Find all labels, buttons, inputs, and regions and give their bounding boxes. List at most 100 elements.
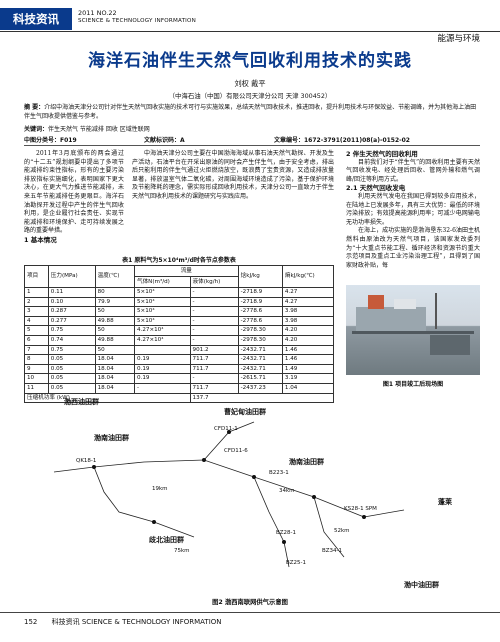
table-header: 焓kJ/kg bbox=[237, 265, 283, 288]
table-cell: 5×10⁴ bbox=[133, 315, 191, 327]
table-cell: 3 bbox=[24, 306, 49, 317]
table-cell: 4.20 bbox=[281, 325, 335, 336]
table-header: 熵kJ/kg(℃) bbox=[281, 265, 335, 288]
table-cell: 7 bbox=[24, 344, 49, 356]
table-cell: 9 bbox=[24, 363, 49, 375]
table-cell: - bbox=[189, 287, 239, 298]
map-region: 渤西油田群 bbox=[64, 397, 99, 406]
platform-structure bbox=[430, 335, 470, 355]
platform-label: BZ34-1 bbox=[322, 548, 342, 554]
table-cell: 18.04 bbox=[94, 363, 135, 375]
table-cell: 0.277 bbox=[47, 315, 96, 327]
table-cell bbox=[133, 344, 191, 356]
map-region: 渤中油田群 bbox=[404, 580, 439, 589]
table-header: 项目 bbox=[24, 265, 49, 288]
clc-number: 中图分类号：F019 bbox=[24, 137, 77, 144]
table-cell: 5 bbox=[24, 325, 49, 336]
table-cell: 6 bbox=[24, 334, 49, 346]
platform-label: BZ28-1 bbox=[276, 530, 296, 536]
table-cell: 3.19 bbox=[281, 373, 335, 384]
platform-node bbox=[202, 458, 206, 462]
table-header: 温度(℃) bbox=[94, 265, 135, 288]
platform-node bbox=[312, 495, 316, 499]
table-cell: 4.27 bbox=[281, 287, 335, 298]
table-cell: 0.74 bbox=[47, 334, 96, 346]
platform-node bbox=[227, 430, 231, 434]
pipeline-branch bbox=[363, 509, 405, 518]
platform-walkway bbox=[352, 331, 474, 334]
platform-deck bbox=[356, 307, 426, 331]
platform-label: KS28-1 SPM bbox=[344, 506, 377, 512]
table-cell: 711.7 bbox=[189, 354, 239, 365]
table-cell: 8 bbox=[24, 354, 49, 365]
journal-brand: 科技资讯 bbox=[0, 8, 72, 30]
figure-1-caption: 图1 项目竣工后现场图 bbox=[382, 381, 444, 388]
table-cell: 49.88 bbox=[94, 334, 135, 346]
section-2-1-heading: 2.1 天然气回收发电 bbox=[346, 184, 406, 193]
article-title: 海洋石油伴生天然气回收利用技术的实践 bbox=[88, 51, 412, 71]
map-region: 歧北油田群 bbox=[149, 535, 184, 544]
keywords-label: 关键词： bbox=[24, 126, 49, 133]
table-cell: 0.19 bbox=[133, 373, 191, 384]
abstract-text: 介绍中海油天津分公司针对伴生天然气回收实施的技术可行与实施效果，总结天然气回收技… bbox=[24, 104, 477, 120]
table-caption: 表1 原料气为5×10⁴m³/d时各节点参数表 bbox=[122, 257, 236, 264]
platform-node bbox=[362, 515, 366, 519]
article-authors: 刘权 戴平 bbox=[234, 79, 266, 88]
body-column-3: 2 伴生天然气的回收利用 目前我们对于“伴生气”的回收利用主要有天然气回收发电、… bbox=[346, 150, 480, 270]
section-1-paragraph: 中海油天津分公司主要在中国渤海海域从事石油天然气勘探、开发及生产活动，石油平台在… bbox=[132, 150, 334, 200]
project-site-photo bbox=[346, 285, 480, 375]
table-cell: 3.98 bbox=[281, 315, 335, 327]
footer-journal: 科技资讯 SCIENCE & TECHNOLOGY INFORMATION bbox=[51, 618, 222, 626]
table-header: 压力(MPa) bbox=[47, 265, 96, 288]
table-cell: 5×10⁴ bbox=[133, 306, 191, 317]
distance-label: 34km bbox=[279, 488, 295, 494]
page-number: 152 bbox=[24, 618, 38, 626]
table-subheader: 液体(kg/h) bbox=[189, 276, 239, 288]
body-column-2: 中海油天津分公司主要在中国渤海海域从事石油天然气勘探、开发及生产活动，石油平台在… bbox=[132, 150, 334, 202]
table-cell: 4.27 bbox=[281, 296, 335, 308]
network-map-svg: 渤西油田群 渤南油田群 曹妃甸油田群 渤南油田群 歧北油田群 渤中油田群 蓬莱 … bbox=[53, 397, 452, 589]
table-header: 流量 bbox=[133, 265, 239, 277]
journal-subtitle: SCIENCE & TECHNOLOGY INFORMATION bbox=[78, 18, 197, 24]
platform-illustration bbox=[352, 293, 474, 355]
section-2-1-paragraph: 利用天然气发电在我国已得到较多应用技术，在陆地上已发展多年，具有三大优势：最低的… bbox=[346, 192, 480, 226]
table-cell: 50 bbox=[94, 325, 135, 336]
table-cell: 711.7 bbox=[189, 363, 239, 375]
map-region: 曹妃甸油田群 bbox=[224, 407, 266, 416]
platform-label: QK18-1 bbox=[76, 458, 96, 464]
section-label: 能源与环境 bbox=[437, 34, 480, 44]
platform-node bbox=[152, 520, 156, 524]
page-footer: 152 科技资讯 SCIENCE & TECHNOLOGY INFORMATIO… bbox=[24, 617, 222, 627]
table-cell: 0.19 bbox=[133, 354, 191, 365]
table-cell: 5×10⁴ bbox=[133, 287, 191, 298]
section-1-heading-wrap: 1 基本情况 bbox=[24, 236, 124, 245]
table-cell: - bbox=[189, 325, 239, 336]
platform-module bbox=[394, 299, 416, 309]
table-row: 压缩机功率 (kW)137.7 bbox=[24, 392, 335, 404]
keywords-text: 伴生天然气 节能减排 回收 区域性联网 bbox=[48, 126, 150, 133]
table-cell: 50 bbox=[94, 344, 135, 356]
map-region: 渤南油田群 bbox=[94, 433, 129, 442]
table-cell: 1.46 bbox=[281, 344, 335, 356]
table-cell: -2432.71 bbox=[237, 344, 283, 356]
header-rule bbox=[0, 31, 500, 32]
section-2-heading: 2 伴生天然气的回收利用 bbox=[346, 150, 418, 158]
table-cell: 18.04 bbox=[94, 354, 135, 365]
abstract-label: 摘 要： bbox=[24, 104, 45, 111]
distance-label: 52km bbox=[334, 528, 350, 534]
table-cell: 1 bbox=[24, 287, 49, 298]
table-cell: -2718.9 bbox=[237, 287, 283, 298]
table-cell: 901.2 bbox=[189, 344, 239, 356]
journal-issue: 2011 NO.22 bbox=[78, 9, 117, 17]
table-cell: 0.05 bbox=[47, 373, 96, 384]
keywords: 关键词：伴生天然气 节能减排 回收 区域性联网 bbox=[24, 126, 480, 134]
table-cell: -2718.9 bbox=[237, 296, 283, 308]
platform-node bbox=[252, 475, 256, 479]
table-cell: 0.287 bbox=[47, 306, 96, 317]
